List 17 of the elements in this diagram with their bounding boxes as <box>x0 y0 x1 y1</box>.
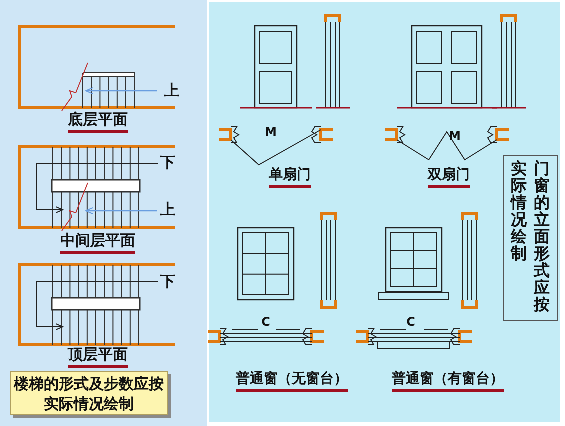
direction-label: 上 <box>160 200 176 220</box>
note-box: 楼梯的形式及步数应按实际情况绘制 <box>10 371 168 415</box>
note-box: 门窗的立面形式应按实际情况绘制 <box>503 155 558 321</box>
plan-title: 底层平面 <box>68 110 128 134</box>
direction-label: 下 <box>160 154 176 172</box>
drawing-title: 单扇门 <box>269 166 311 188</box>
plan-title: 中间层平面 <box>60 232 136 254</box>
drawing-title: 普通窗（有窗台） <box>392 370 504 392</box>
dimension-label: M <box>265 125 277 139</box>
dimension-label: M <box>449 129 461 143</box>
direction-label: 下 <box>160 272 176 292</box>
dimension-label: C <box>406 315 416 329</box>
direction-label: 上 <box>164 82 180 100</box>
drawing-title: 双扇门 <box>428 166 470 188</box>
drawing-title: 普通窗（无窗台） <box>236 370 348 392</box>
dimension-label: C <box>262 315 270 329</box>
plan-title: 顶层平面 <box>68 346 128 368</box>
